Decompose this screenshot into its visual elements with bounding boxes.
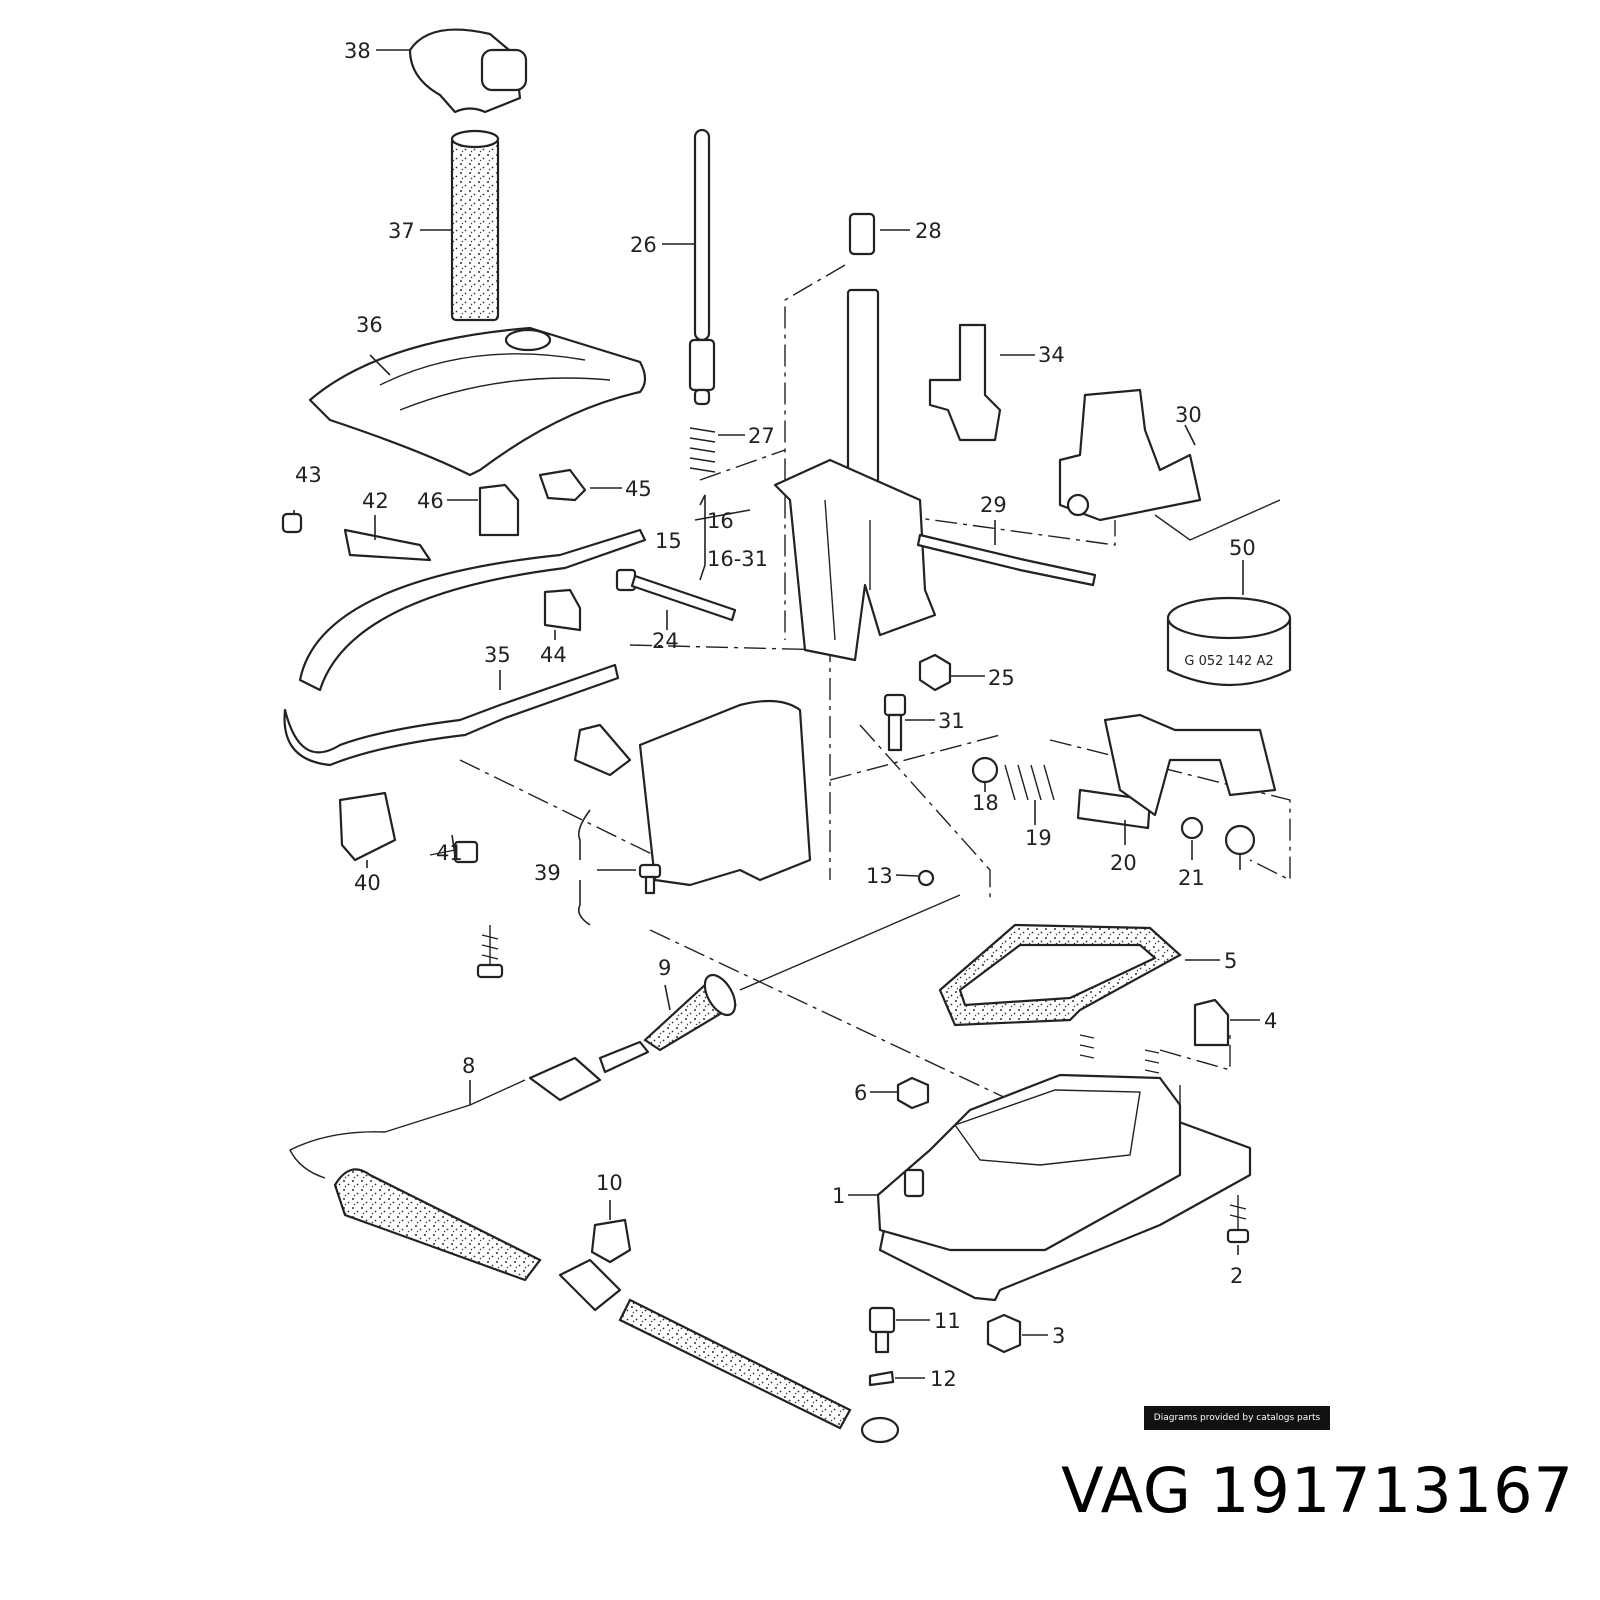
callout-44: 44	[540, 643, 567, 667]
callout-21: 21	[1178, 866, 1205, 890]
callout-39: 39	[534, 861, 561, 885]
part-37-grip-sleeve	[450, 129, 500, 322]
part-38-knob	[408, 28, 528, 114]
callout-18: 18	[972, 791, 999, 815]
callout-30: 30	[1175, 403, 1202, 427]
part-50-ring: G 052 142 A2	[1166, 596, 1292, 687]
housing-springs	[1079, 1034, 1160, 1084]
part-31-bolt	[883, 693, 907, 752]
part-2-screw	[1226, 1195, 1250, 1244]
part-36-cover-plate	[308, 326, 647, 477]
part-34-bracket	[928, 323, 1002, 442]
callout-26: 26	[630, 233, 657, 257]
callout-31: 31	[938, 709, 965, 733]
callout-15: 15	[655, 529, 682, 553]
part-6-nut	[896, 1076, 930, 1110]
part-25-nut	[918, 653, 952, 692]
part-28-pin	[848, 212, 876, 256]
part-1-housing	[876, 1073, 1252, 1302]
callout-27: 27	[748, 424, 775, 448]
callout-1: 1	[832, 1184, 845, 1208]
part-number: 191713167	[1209, 1454, 1574, 1527]
callout-29: 29	[980, 493, 1007, 517]
callout-46: 46	[417, 489, 444, 513]
part-9-boot	[643, 973, 738, 1052]
part-42-cable-clip	[281, 512, 432, 562]
part-21-washer	[1180, 816, 1204, 840]
part-18-washer-2	[1224, 824, 1256, 856]
part-screw	[476, 925, 504, 979]
part-30-switch	[1058, 388, 1281, 541]
callout-9: 9	[658, 956, 671, 980]
callout-37: 37	[388, 219, 415, 243]
callout-12: 12	[930, 1367, 957, 1391]
callout-45: 45	[625, 477, 652, 501]
callout-5: 5	[1224, 949, 1237, 973]
part-46-clip	[478, 483, 520, 537]
part-27-spring	[689, 427, 716, 473]
brand-name: VAG	[1061, 1454, 1192, 1527]
part-45-clip	[538, 468, 587, 502]
callout-13: 13	[866, 864, 893, 888]
part-44-clip	[543, 588, 582, 632]
callout-34: 34	[1038, 343, 1065, 367]
callout-42: 42	[362, 489, 389, 513]
part-40-clip	[338, 791, 397, 862]
callout-10: 10	[596, 1171, 623, 1195]
callout-35: 35	[484, 643, 511, 667]
callout-16-31: 16-31	[707, 547, 768, 571]
callout-2: 2	[1230, 1264, 1243, 1288]
callout-11: 11	[934, 1309, 961, 1333]
callout-20: 20	[1110, 851, 1137, 875]
leader-lines	[293, 49, 1260, 1379]
part-3-nut	[986, 1313, 1022, 1354]
callout-40: 40	[354, 871, 381, 895]
callout-41: 41	[436, 841, 463, 865]
callout-38: 38	[344, 39, 371, 63]
part-29-bolt	[916, 533, 1097, 587]
part-10-clip	[590, 1218, 632, 1264]
part-26-rod	[688, 128, 716, 406]
callout-8: 8	[462, 1054, 475, 1078]
part-16-lever-column	[773, 288, 937, 662]
part-9-cable	[739, 894, 961, 991]
part-18-washer	[971, 756, 999, 784]
credit-badge: Diagrams provided by catalogs parts	[1144, 1406, 1330, 1430]
part-19-spring	[1004, 764, 1055, 801]
part-gate-plate	[573, 699, 812, 887]
part-24-bolt	[615, 568, 737, 622]
callout-labels: 38 37 36 26 27 28 34 30 43 42 46 45 15 1…	[295, 39, 1277, 1391]
callout-4: 4	[1264, 1009, 1277, 1033]
callout-50: 50	[1229, 536, 1256, 560]
part-13-clip	[917, 869, 935, 887]
callout-25: 25	[988, 666, 1015, 690]
part-8-shift-cable	[289, 1040, 900, 1444]
part-35-cable	[283, 528, 647, 767]
callout-43: 43	[295, 463, 322, 487]
callout-36: 36	[356, 313, 383, 337]
part-11-bolt	[868, 1306, 896, 1354]
callout-16: 16	[707, 509, 734, 533]
part-marking: G 052 142 A2	[1184, 654, 1273, 669]
part-4-clip	[1193, 998, 1230, 1047]
callout-6: 6	[854, 1081, 867, 1105]
part-5-seal	[938, 923, 1182, 1027]
part-20-shaft-lever	[1076, 713, 1277, 830]
callout-24: 24	[652, 629, 679, 653]
callout-3: 3	[1052, 1324, 1065, 1348]
part-12-clip	[868, 1370, 895, 1387]
callout-28: 28	[915, 219, 942, 243]
part-39-pin	[638, 863, 662, 895]
callout-19: 19	[1025, 826, 1052, 850]
